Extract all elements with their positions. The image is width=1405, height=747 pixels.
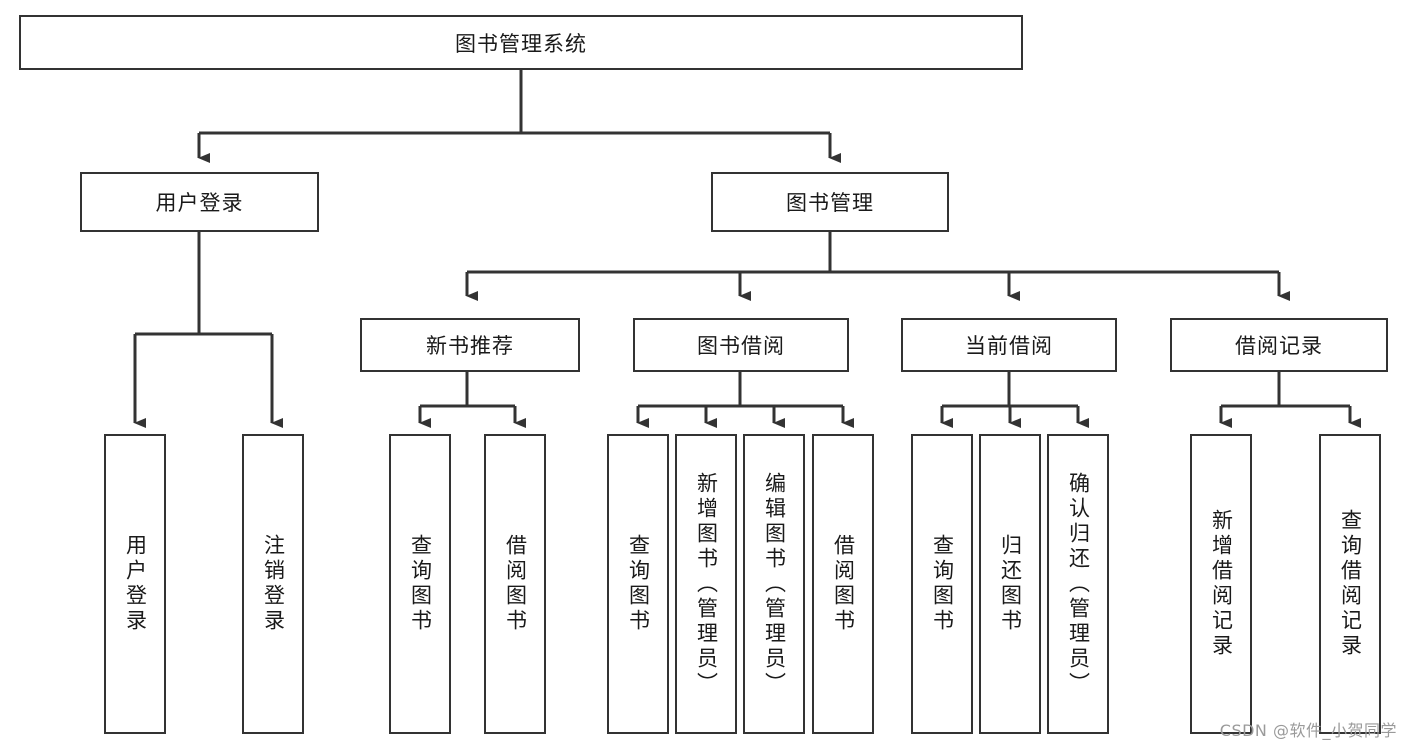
- leaf-add-borrow-record-label: 新增借阅记录: [1209, 509, 1234, 659]
- watermark-text: CSDN @软件_小贺同学: [1219, 721, 1397, 740]
- leaf-query-book-recommend-label: 查询图书: [408, 534, 433, 634]
- leaf-borrow-book-borrow[interactable]: 借阅图书: [812, 434, 874, 734]
- leaf-logout-label: 注销登录: [261, 534, 286, 634]
- leaf-query-book-borrow[interactable]: 查询图书: [607, 434, 669, 734]
- leaf-query-book-borrow-label: 查询图书: [626, 534, 651, 634]
- leaf-edit-book-admin-label: 编辑图书（管理员）: [762, 471, 787, 697]
- leaf-query-borrow-record-label: 查询借阅记录: [1338, 509, 1363, 659]
- leaf-user-login[interactable]: 用户登录: [104, 434, 166, 734]
- leaf-confirm-return-admin-label: 确认归还（管理员）: [1066, 471, 1091, 697]
- leaf-confirm-return-admin[interactable]: 确认归还（管理员）: [1047, 434, 1109, 734]
- leaf-add-book-admin[interactable]: 新增图书（管理员）: [675, 434, 737, 734]
- node-book-management-label: 图书管理: [786, 191, 874, 215]
- leaf-query-book-recommend[interactable]: 查询图书: [389, 434, 451, 734]
- leaf-query-book-current[interactable]: 查询图书: [911, 434, 973, 734]
- leaf-return-book[interactable]: 归还图书: [979, 434, 1041, 734]
- node-root[interactable]: 图书管理系统: [19, 15, 1023, 70]
- node-root-label: 图书管理系统: [455, 31, 587, 56]
- leaf-add-borrow-record[interactable]: 新增借阅记录: [1190, 434, 1252, 734]
- node-borrow-records-label: 借阅记录: [1235, 334, 1323, 358]
- leaf-logout[interactable]: 注销登录: [242, 434, 304, 734]
- node-new-book-recommend-label: 新书推荐: [426, 334, 514, 358]
- leaf-query-book-current-label: 查询图书: [930, 534, 955, 634]
- leaf-user-login-label: 用户登录: [123, 534, 148, 634]
- node-current-borrow-label: 当前借阅: [965, 334, 1053, 358]
- leaf-borrow-book-borrow-label: 借阅图书: [831, 534, 856, 634]
- leaf-query-borrow-record[interactable]: 查询借阅记录: [1319, 434, 1381, 734]
- node-current-borrow[interactable]: 当前借阅: [901, 318, 1117, 372]
- node-book-management[interactable]: 图书管理: [711, 172, 949, 232]
- node-book-borrow[interactable]: 图书借阅: [633, 318, 849, 372]
- node-borrow-records[interactable]: 借阅记录: [1170, 318, 1388, 372]
- leaf-add-book-admin-label: 新增图书（管理员）: [694, 471, 719, 697]
- node-user-login[interactable]: 用户登录: [80, 172, 319, 232]
- leaf-return-book-label: 归还图书: [998, 534, 1023, 634]
- leaf-borrow-book-recommend[interactable]: 借阅图书: [484, 434, 546, 734]
- node-new-book-recommend[interactable]: 新书推荐: [360, 318, 580, 372]
- leaf-edit-book-admin[interactable]: 编辑图书（管理员）: [743, 434, 805, 734]
- node-book-borrow-label: 图书借阅: [697, 334, 785, 358]
- node-user-login-label: 用户登录: [155, 191, 244, 215]
- leaf-borrow-book-recommend-label: 借阅图书: [503, 534, 528, 634]
